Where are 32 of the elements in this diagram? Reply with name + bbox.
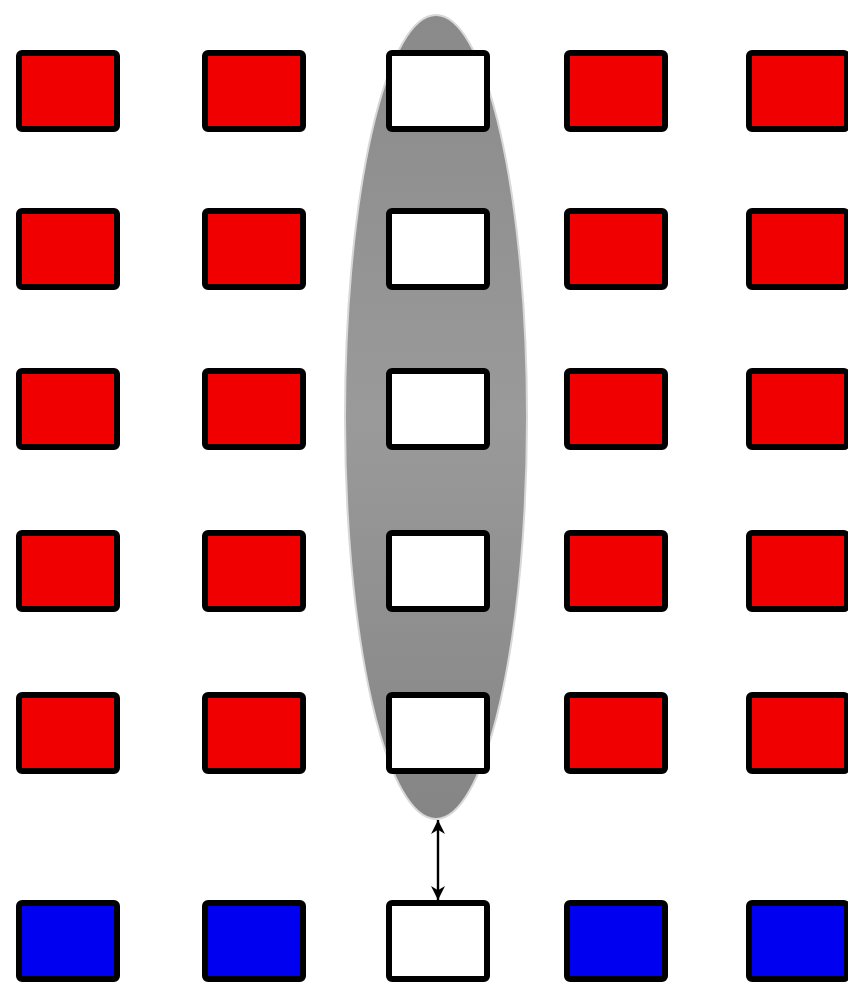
grid-block <box>16 50 120 132</box>
grid-block <box>16 692 120 774</box>
grid-block <box>202 530 306 612</box>
grid-block <box>386 530 490 612</box>
grid-block <box>564 692 668 774</box>
grid-block <box>746 900 848 982</box>
grid-block <box>386 208 490 290</box>
grid-block <box>386 900 490 982</box>
grid-block <box>564 530 668 612</box>
grid-block <box>202 208 306 290</box>
grid-block <box>386 368 490 450</box>
grid-block <box>746 530 848 612</box>
grid-block <box>16 900 120 982</box>
grid-block <box>564 208 668 290</box>
grid-block <box>564 368 668 450</box>
grid-block <box>746 368 848 450</box>
grid-block <box>16 208 120 290</box>
grid-block <box>564 900 668 982</box>
grid-block <box>202 900 306 982</box>
grid-block <box>16 368 120 450</box>
double-arrow <box>431 820 445 900</box>
grid-block <box>16 530 120 612</box>
grid-block <box>564 50 668 132</box>
grid-block <box>386 50 490 132</box>
grid-block <box>202 368 306 450</box>
grid-block <box>386 692 490 774</box>
grid-block <box>202 692 306 774</box>
highlight-ellipse <box>344 14 528 820</box>
grid-block <box>202 50 306 132</box>
grid-block <box>746 208 848 290</box>
grid-block <box>746 50 848 132</box>
grid-block <box>746 692 848 774</box>
